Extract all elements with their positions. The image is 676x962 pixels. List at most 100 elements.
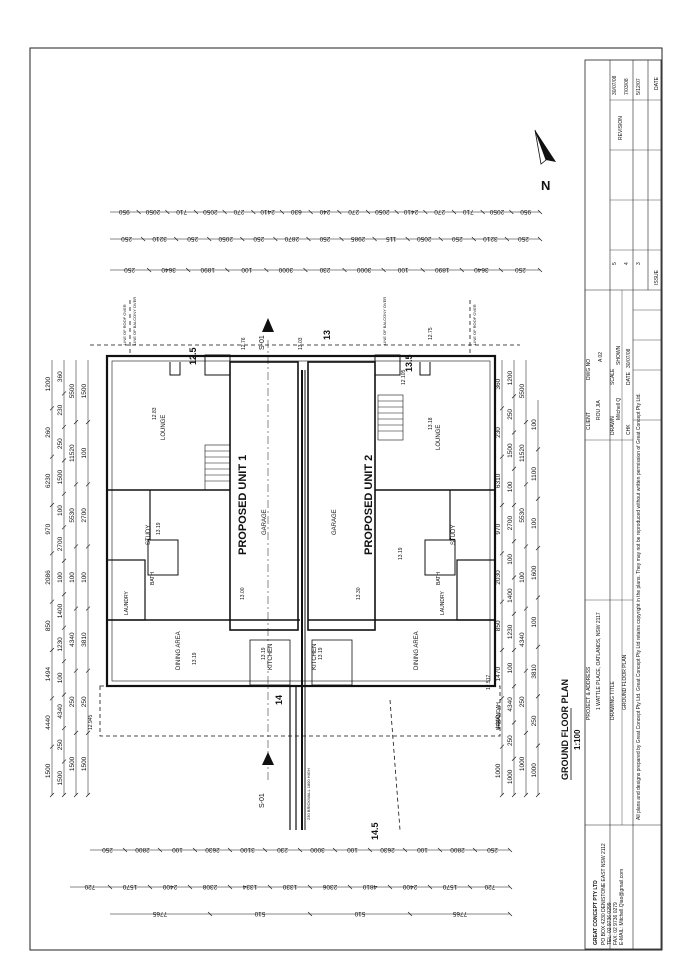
dimension-value: 100 (347, 846, 358, 853)
dimension-tick (499, 647, 505, 653)
dimension-tick (85, 544, 91, 549)
dimension-tick (523, 668, 529, 673)
dimension-value: 1494 (45, 667, 52, 682)
rev-date-1: 30/07/08 (612, 75, 618, 95)
dimension-value: 1000 (531, 763, 538, 778)
firm-address: PO BOX 4230 DENISTONE EAST NSW 2112 (601, 843, 607, 945)
rev-issue-1: 5 (612, 262, 618, 265)
dimension-value: 710 (463, 208, 474, 215)
dimension-value: 2870 (284, 235, 299, 242)
dimension-tick (511, 720, 517, 725)
dimension-tick (308, 209, 313, 215)
dimension-tick (372, 236, 377, 242)
dimension-value: 5500 (519, 383, 526, 398)
north-label: N (541, 178, 550, 193)
rev-date-label: DATE (654, 76, 660, 90)
dimension-tick (61, 725, 67, 731)
dimension-tick (537, 267, 543, 273)
rev-date-3: 5/12/07 (636, 78, 642, 95)
dimension-value: 2030 (495, 570, 502, 585)
dimension-value: 3640 (474, 266, 489, 273)
dimension-tick (511, 466, 517, 471)
dimension-value: 2050 (145, 208, 160, 215)
section-marker-bottom (262, 752, 274, 765)
level-5: 13.19 (192, 652, 198, 665)
dimension-tick (73, 544, 79, 549)
level-9: 13.30 (356, 587, 362, 600)
date-label: DATE (626, 371, 632, 385)
dimension-tick (147, 884, 153, 890)
dimension-tick (240, 236, 245, 242)
plan-scale: 1:100 (573, 729, 582, 750)
dimension-tick (381, 267, 386, 273)
dimension-value: 2400 (162, 883, 177, 890)
dimension-tick (537, 236, 543, 242)
dimension-value: 720 (84, 883, 95, 890)
level-14: 12.517 (486, 674, 492, 690)
dimension-tick (49, 647, 55, 653)
dimension-value: 250 (531, 715, 538, 726)
dimension-value: 4340 (69, 632, 76, 647)
dimension-tick (61, 592, 67, 597)
issue-label: ISSUE (654, 269, 660, 285)
dimension-value: 100 (507, 554, 514, 565)
dimension-tick (472, 847, 478, 853)
lounge-2-label: LOUNGE (436, 425, 442, 450)
dimension-tick (140, 236, 146, 242)
dimension-value: 240 (319, 208, 330, 215)
dimension-value: 720 (484, 883, 495, 890)
dimension-value: 3000 (310, 846, 325, 853)
dimension-value: 510 (254, 910, 265, 917)
dimension-tick (339, 236, 344, 242)
dimension-tick (61, 525, 67, 530)
client-name: ROU JIA (596, 400, 602, 420)
dimension-tick (85, 482, 91, 487)
section-label-bottom: S-01 (259, 793, 266, 808)
drawn-label: DRAWN (610, 416, 616, 435)
dimension-tick (511, 502, 517, 508)
dimension-tick (499, 454, 505, 459)
dimension-tick (535, 694, 541, 699)
dimension-value: 970 (495, 523, 502, 534)
firm-name: GREAT CONCEPT PTY LTD (593, 880, 599, 945)
dimension-tick (438, 236, 443, 242)
dimension-value: 250 (519, 696, 526, 707)
dimension-value: 5530 (69, 508, 76, 523)
garage-2-label: GARAGE (332, 509, 338, 535)
verandah-label: VERANDAH (496, 702, 502, 730)
dimension-tick (267, 884, 273, 890)
level-12: 12.75 (428, 327, 434, 340)
dimension-tick (173, 236, 179, 242)
dimension-tick (347, 884, 353, 890)
dimension-tick (73, 419, 79, 425)
dimension-chains: 1500444014948502086970623026012001500250… (45, 208, 543, 917)
dimension-value: 250 (515, 266, 526, 273)
dimension-tick (523, 730, 529, 736)
dwg-no: A 02 (598, 352, 604, 362)
dimension-tick (511, 647, 517, 653)
dimension-value: 710 (176, 208, 187, 215)
firm-fax: FAX: 02 9736 0279 (613, 902, 619, 945)
dimension-tick (122, 847, 128, 853)
level-15: 12.105 (401, 369, 407, 385)
dimension-tick (499, 502, 505, 508)
dimension-value: 1600 (531, 565, 538, 580)
dimension-value: 5500 (69, 383, 76, 398)
line-roof-2: LINE OF ROOF OVER (472, 304, 477, 345)
dining-1-label: DINING AREA (176, 631, 182, 670)
dimension-value: 250 (507, 409, 514, 420)
dimension-value: 4440 (45, 715, 52, 730)
dimension-tick (509, 209, 514, 215)
dimension-value: 100 (397, 266, 408, 273)
dimension-value: 1200 (507, 371, 514, 386)
firm-email: E-MAIL: Mitchell.Qiao@gmail.com (619, 869, 625, 945)
dimension-tick (61, 692, 67, 697)
dimension-value: 100 (507, 662, 514, 673)
dimension-tick (511, 394, 517, 399)
dimension-value: 3210 (483, 235, 498, 242)
dimension-value: 250 (81, 696, 88, 707)
project-label: PROJECT & ADDRESS (586, 666, 592, 720)
dimension-tick (511, 539, 517, 544)
dimension-value: 250 (69, 696, 76, 707)
laundry-1-label: LAUNDRY (124, 591, 130, 615)
